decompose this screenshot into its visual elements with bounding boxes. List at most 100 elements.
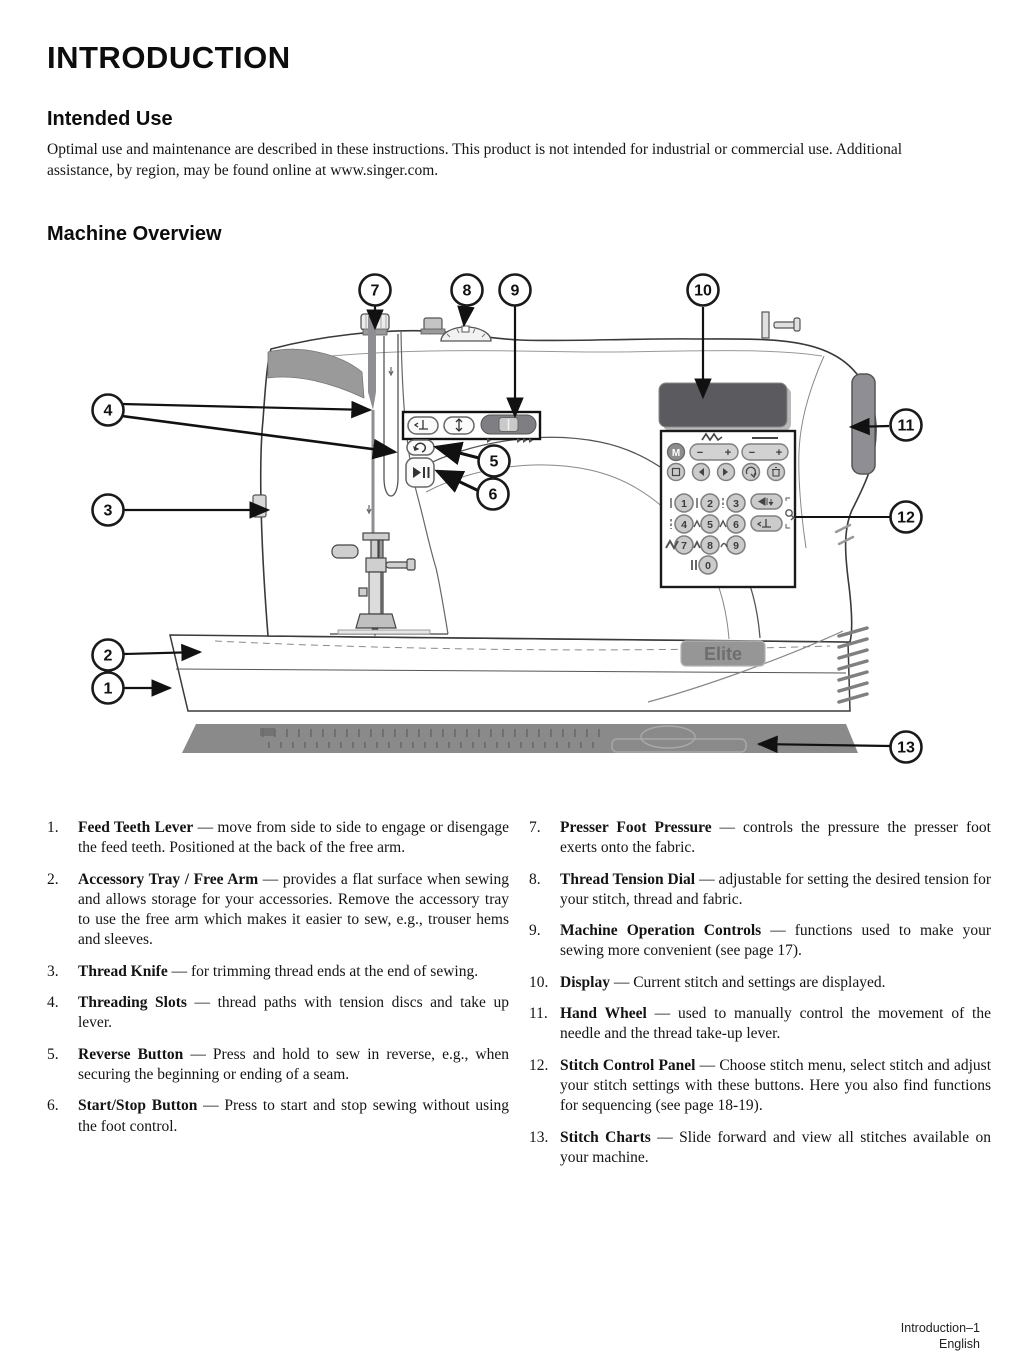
stitch-icons	[665, 498, 728, 570]
callout-arrows	[121, 305, 891, 754]
callout-labels: 1 2 3 4 5 6 7 8 9 10 11 12 13	[91, 273, 923, 764]
stitch-button-0[interactable]	[698, 555, 718, 575]
svg-text:−: −	[697, 447, 703, 459]
stitch-button-4[interactable]	[674, 514, 694, 534]
callout-1: 1	[91, 671, 125, 705]
spool-pin[interactable]	[761, 311, 801, 339]
reverse-button[interactable]	[406, 439, 435, 456]
machine-diagram: M − + − +	[0, 268, 1024, 813]
callout-10: 10	[686, 273, 720, 307]
part-item-6: 6.Start/Stop Button — Press to start and…	[47, 1097, 510, 1135]
restart-button[interactable]	[741, 462, 761, 482]
start-stop-button[interactable]	[405, 457, 435, 488]
part-item-2: 2.Accessory Tray / Free Arm — provides a…	[47, 870, 509, 949]
callout-5: 5	[477, 444, 511, 478]
hand-wheel[interactable]	[851, 373, 876, 475]
svg-text:2: 2	[707, 498, 713, 510]
svg-text:+: +	[776, 447, 782, 459]
bobbin-winder-knob[interactable]	[420, 317, 446, 335]
svg-text:5: 5	[490, 454, 499, 471]
part-item-1: 1.Feed Teeth Lever — move from side to s…	[47, 819, 509, 857]
stitch-button-6[interactable]	[726, 514, 746, 534]
callout-12: 12	[889, 500, 923, 534]
svg-text:7: 7	[681, 540, 687, 552]
mode-button[interactable]	[666, 442, 686, 462]
stitch-button-2[interactable]	[700, 493, 720, 513]
callout-2: 2	[91, 638, 125, 672]
save-button[interactable]	[666, 462, 686, 482]
stitch-button-3[interactable]	[726, 493, 746, 513]
svg-text:9: 9	[733, 540, 739, 552]
part-item-12: 12.Stitch Control Panel — Choose stitch …	[529, 1056, 992, 1115]
svg-text:4: 4	[104, 403, 113, 420]
svg-text:7: 7	[371, 283, 380, 300]
display	[658, 382, 791, 431]
svg-text:8: 8	[463, 283, 472, 300]
callout-4: 4	[91, 393, 125, 427]
svg-text:13: 13	[897, 740, 915, 757]
stitch-button-8[interactable]	[700, 535, 720, 555]
stitch-button-9[interactable]	[726, 535, 746, 555]
svg-text:9: 9	[511, 283, 520, 300]
parts-list: 1.Feed Teeth Lever — move from side to s…	[47, 818, 991, 1179]
footer-page-label: Introduction–1	[900, 1320, 980, 1335]
part-item-3: 3.Thread Knife — for trimming thread end…	[47, 962, 479, 980]
key-icon	[785, 509, 793, 517]
svg-text:4: 4	[681, 519, 687, 531]
part-item-13: 13.Stitch Charts — Slide forward and vie…	[529, 1128, 992, 1166]
callout-13: 13	[889, 730, 923, 764]
svg-text:0: 0	[705, 560, 711, 572]
mirror-icon	[758, 497, 774, 506]
callout-11: 11	[889, 408, 923, 442]
reverse-arrow-icon	[413, 446, 420, 451]
stitch-width-adjust[interactable]: − +	[689, 443, 739, 461]
thread-guide-band	[267, 348, 365, 399]
svg-text:8: 8	[707, 540, 713, 552]
parts-column-left: 1.Feed Teeth Lever — move from side to s…	[47, 818, 509, 1179]
svg-text:2: 2	[104, 648, 113, 665]
svg-text:1: 1	[681, 498, 687, 510]
thread-knife[interactable]	[252, 494, 267, 518]
stitch-button-1[interactable]	[674, 493, 694, 513]
speed-slider[interactable]	[480, 414, 537, 435]
svg-text:−: −	[749, 447, 755, 459]
part-item-7: 7.Presser Foot Pressure — controls the p…	[529, 819, 991, 857]
right-arrow-icon	[723, 468, 728, 476]
stitch-charts[interactable]	[182, 724, 858, 753]
ventilation-grille	[834, 523, 869, 704]
play-icon	[413, 467, 421, 478]
part-item-11: 11.Hand Wheel — used to manually control…	[529, 1005, 991, 1043]
presser-foot-icon	[756, 519, 771, 528]
loop-icon	[745, 466, 757, 479]
callout-9: 9	[498, 273, 532, 307]
intended-use-heading: Intended Use	[47, 108, 173, 130]
callout-8: 8	[450, 273, 484, 307]
stitch-length-adjust[interactable]: − +	[741, 443, 789, 461]
stitch-width-icon	[701, 432, 723, 442]
needle-assembly	[330, 532, 448, 637]
pause-icon	[423, 467, 430, 478]
part-item-4: 4.Threading Slots — thread paths with te…	[47, 994, 509, 1032]
thread-tension-dial[interactable]	[440, 325, 492, 342]
svg-text:6: 6	[733, 519, 739, 531]
part-item-9: 9.Machine Operation Controls — functions…	[529, 922, 991, 960]
page-title: INTRODUCTION	[47, 40, 291, 75]
svg-text:6: 6	[489, 487, 498, 504]
part-item-10: 10.Display — Current stitch and settings…	[529, 973, 886, 991]
delete-button[interactable]	[766, 462, 786, 482]
svg-text:+: +	[725, 447, 731, 459]
svg-text:1: 1	[104, 681, 113, 698]
machine-overview-heading: Machine Overview	[47, 223, 222, 245]
callout-7: 7	[358, 273, 392, 307]
svg-text:11: 11	[898, 418, 915, 435]
svg-text:10: 10	[694, 283, 712, 300]
stitch-button-5[interactable]	[700, 514, 720, 534]
svg-text:M: M	[672, 448, 680, 459]
stitch-control-panel: M − + − +	[659, 429, 797, 589]
callout-6: 6	[476, 477, 510, 511]
left-arrow-icon	[699, 468, 704, 476]
brand-badge: Elite	[680, 640, 766, 667]
page-footer: Introduction–1 English	[901, 1320, 980, 1353]
machine-operation-controls	[401, 410, 542, 443]
